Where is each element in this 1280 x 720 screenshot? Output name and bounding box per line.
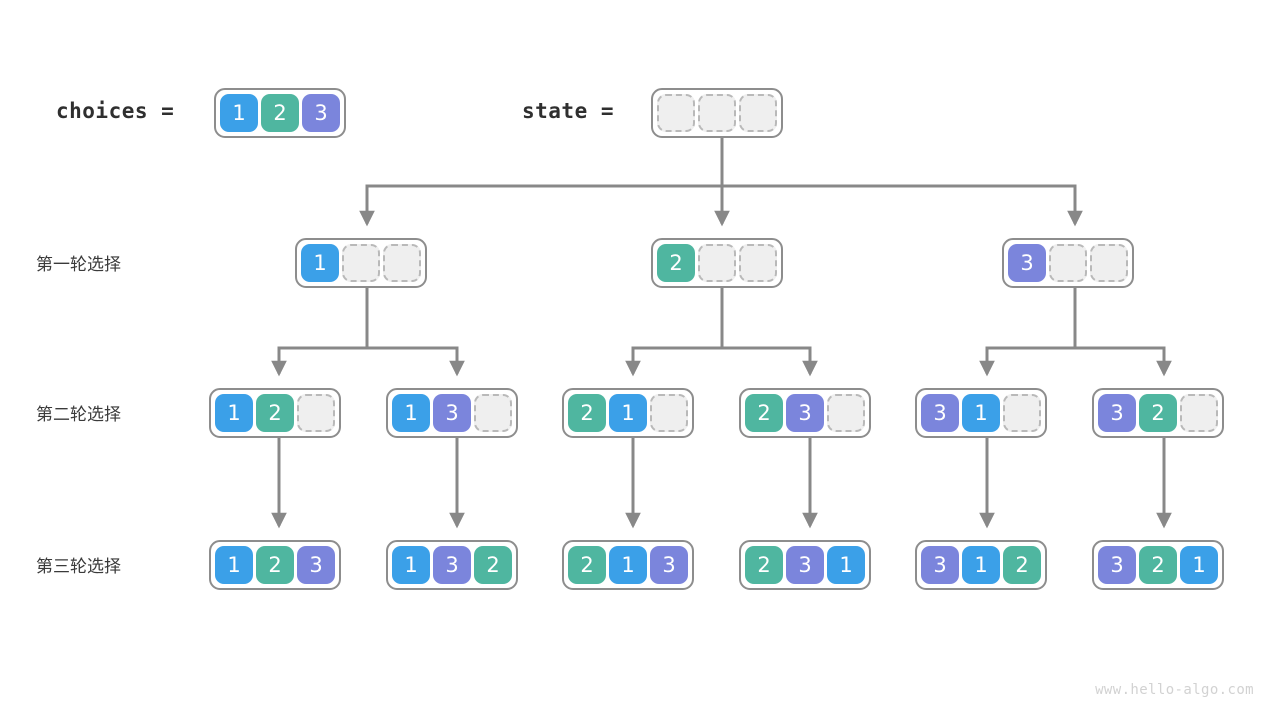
r2n6-cell-0: 3 xyxy=(1098,394,1136,432)
r2n6-cell-1: 2 xyxy=(1139,394,1177,432)
r3n1-cell-1: 2 xyxy=(256,546,294,584)
r2n2-cell-2 xyxy=(474,394,512,432)
r1n2-cell-1 xyxy=(698,244,736,282)
r2n4-cell-1: 3 xyxy=(786,394,824,432)
r2n3-cell-0: 2 xyxy=(568,394,606,432)
r3n6-cell-2: 1 xyxy=(1180,546,1218,584)
row-label-round-2: 第二轮选择 xyxy=(36,405,121,425)
watermark: www.hello-algo.com xyxy=(1095,682,1254,698)
r2n2-cell-0: 1 xyxy=(392,394,430,432)
state-array xyxy=(651,88,783,138)
r2n5-cell-1: 1 xyxy=(962,394,1000,432)
r2n5-cell-0: 3 xyxy=(921,394,959,432)
r1n2-cell-0: 2 xyxy=(657,244,695,282)
r2n4-cell-2 xyxy=(827,394,865,432)
r3n2-cell-0: 1 xyxy=(392,546,430,584)
r3n1-cell-0: 1 xyxy=(215,546,253,584)
edges-round2-to-round3 xyxy=(271,437,1172,529)
r3n4-cell-2: 1 xyxy=(827,546,865,584)
row-label-round-3: 第三轮选择 xyxy=(36,557,121,577)
r2n6-cell-2 xyxy=(1180,394,1218,432)
r2n3-cell-2 xyxy=(650,394,688,432)
r3n6-cell-1: 2 xyxy=(1139,546,1177,584)
choices-cell-2: 3 xyxy=(302,94,340,132)
state-node-r1n1: 1 xyxy=(295,238,427,288)
r1n1-cell-1 xyxy=(342,244,380,282)
r1n3-cell-2 xyxy=(1090,244,1128,282)
r3n5-cell-1: 1 xyxy=(962,546,1000,584)
r2n1-cell-0: 1 xyxy=(215,394,253,432)
r3n6-cell-0: 3 xyxy=(1098,546,1136,584)
choices-label: choices = xyxy=(56,99,175,123)
r1n3-cell-0: 3 xyxy=(1008,244,1046,282)
r3n2-cell-1: 3 xyxy=(433,546,471,584)
r3n1-cell-2: 3 xyxy=(297,546,335,584)
r1n2-cell-2 xyxy=(739,244,777,282)
r2n3-cell-1: 1 xyxy=(609,394,647,432)
r3n3-cell-2: 3 xyxy=(650,546,688,584)
r2n1-cell-1: 2 xyxy=(256,394,294,432)
r3n2-cell-2: 2 xyxy=(474,546,512,584)
state-cell-1 xyxy=(698,94,736,132)
r3n5-cell-2: 2 xyxy=(1003,546,1041,584)
state-node-r1n2: 2 xyxy=(651,238,783,288)
r1n1-cell-2 xyxy=(383,244,421,282)
choices-cell-1: 2 xyxy=(261,94,299,132)
state-cell-0 xyxy=(657,94,695,132)
r3n3-cell-1: 1 xyxy=(609,546,647,584)
r2n1-cell-2 xyxy=(297,394,335,432)
edges-root-to-round1 xyxy=(359,131,1083,227)
edges-round1-to-round2 xyxy=(271,287,1172,377)
choices-cell-0: 1 xyxy=(220,94,258,132)
r3n3-cell-0: 2 xyxy=(568,546,606,584)
row-label-round-1: 第一轮选择 xyxy=(36,255,121,275)
state-label: state = xyxy=(522,99,615,123)
state-cell-2 xyxy=(739,94,777,132)
r2n5-cell-2 xyxy=(1003,394,1041,432)
r3n4-cell-0: 2 xyxy=(745,546,783,584)
r1n1-cell-0: 1 xyxy=(301,244,339,282)
r2n2-cell-1: 3 xyxy=(433,394,471,432)
r2n4-cell-0: 2 xyxy=(745,394,783,432)
r3n4-cell-1: 3 xyxy=(786,546,824,584)
state-node-r1n3: 3 xyxy=(1002,238,1134,288)
r3n5-cell-0: 3 xyxy=(921,546,959,584)
r1n3-cell-1 xyxy=(1049,244,1087,282)
